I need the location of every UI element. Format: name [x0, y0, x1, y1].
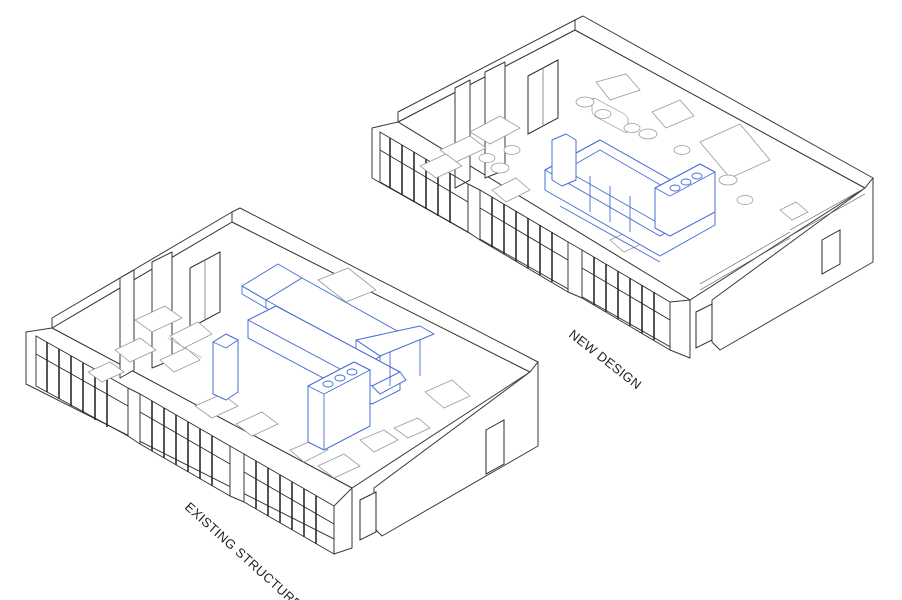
existing-pier [229, 445, 245, 503]
new-design-bar [544, 133, 716, 263]
existing-bar [212, 263, 435, 451]
new-design-railing [699, 187, 866, 291]
existing-furniture [87, 267, 471, 479]
existing-pier [333, 487, 353, 555]
new-design-pier [467, 183, 481, 241]
new-design-bar-tower [551, 133, 577, 187]
new-design-label: NEW DESIGN [566, 327, 644, 393]
new-design-pier [567, 241, 583, 299]
new-design-front-glazing [379, 131, 671, 351]
existing-structure-plan: EXISTING STRUCTURE [25, 207, 539, 600]
new-design-lounge-furniture [419, 73, 809, 253]
existing-bar-angled-end [371, 371, 407, 395]
new-design-exit-door [695, 303, 713, 349]
existing-exit-door [359, 491, 377, 541]
existing-right-wall [373, 361, 539, 537]
existing-exit-door-right [485, 419, 505, 475]
new-design-exit-door-right [821, 229, 841, 275]
existing-column [119, 269, 135, 379]
new-design-column [454, 79, 471, 189]
existing-front-glazing [35, 335, 335, 555]
new-design-right-wall [711, 177, 874, 351]
existing-pier [127, 387, 141, 445]
new-design-pier [669, 299, 691, 359]
